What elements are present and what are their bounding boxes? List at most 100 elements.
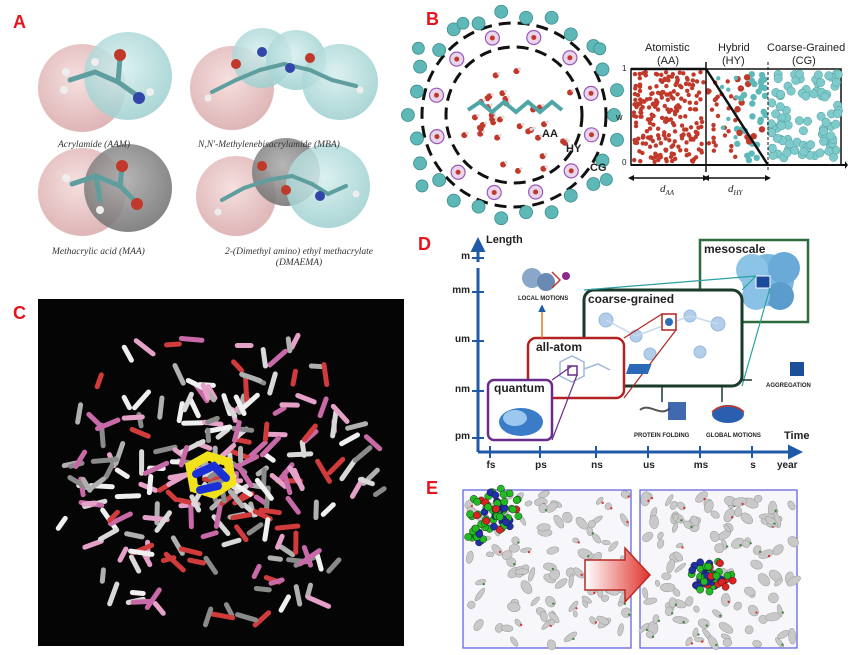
aa-atom [634,104,639,110]
bond [187,557,206,566]
atom [572,637,575,641]
bond [203,555,219,575]
aa-atom [693,155,699,160]
hy-atom [757,79,765,86]
atom [715,643,718,647]
aa-atom [683,114,688,119]
atom [690,525,693,529]
cg-bead [456,16,470,30]
bond [259,435,281,458]
cluster-bead [688,566,697,575]
atom [470,504,474,508]
cluster-bead [475,530,484,538]
solvent-molecule [549,568,560,581]
aa-atom [633,97,638,103]
hydrogen [566,139,570,143]
atom [513,562,516,566]
bond [128,554,142,574]
solvent-molecule [744,586,756,597]
atom [670,612,674,615]
solvent-molecule [642,531,654,542]
bond [129,589,146,596]
hy-atom [726,116,731,122]
bond [241,392,260,410]
solvent-molecule [777,630,790,640]
bond [200,530,219,540]
cg-bead [410,84,424,99]
bond [357,476,375,487]
atom [681,546,684,549]
hy-atom [711,127,716,132]
hydrogen [482,98,486,102]
bond [372,486,387,498]
cg-bead [413,59,427,74]
y-tick-pm: pm [455,431,470,442]
solvent-molecule [601,540,611,546]
solvent-molecule [575,516,588,530]
cg-bead [519,205,533,220]
aa-atom [683,81,689,87]
bond [363,434,383,452]
bond [295,392,317,405]
column-cg-title: Coarse-Grained [767,42,846,54]
aa-atom [648,134,654,140]
aa-atom [681,127,687,132]
y-tick-nm: nm [455,384,470,395]
bond [130,598,154,605]
aa-atom [643,141,649,146]
hybrid-core [588,90,594,96]
aa-atom [658,140,664,146]
hy-atom [722,133,728,138]
bond [314,552,324,572]
hy-atom [750,93,757,101]
atom [645,628,649,632]
bond [234,612,259,623]
caption-mba: N,N'-Methylenebisacrylamide (MBA) [198,140,340,150]
cluster-bead [502,518,510,527]
hydrogen [519,167,523,171]
label-cg-region: CG [590,162,607,174]
hy-atom [719,84,725,90]
hybrid-core [489,35,495,41]
solvent-molecule [507,601,521,613]
panel-letter-d: D [418,234,431,254]
cg-bead [586,177,601,191]
aa-atom [656,157,661,163]
caption-dmaema: 2-(Dimethyl amino) ethyl methacrylate (D… [225,247,373,268]
atom [683,506,686,510]
atom [697,633,700,636]
solvent-molecule [772,544,784,556]
aa-atom [632,71,638,77]
aa-atom [654,84,659,89]
aa-atom [671,122,677,128]
aa-atom [658,92,664,97]
atom [719,614,722,617]
d-y-axis-label: Length [486,234,523,246]
bond [234,524,249,543]
cg-atom [786,86,796,96]
aa-atom [647,126,653,131]
hy-atom [713,96,719,101]
hy-atom [713,143,718,148]
aa-atom [664,92,669,97]
central-yellow-ring [184,451,238,499]
cluster-bead [514,512,523,521]
atom [767,554,771,558]
bond [88,476,107,491]
hydrogen [490,92,494,96]
bond [133,338,156,357]
cg-atom [819,136,829,146]
bond [82,538,104,550]
bond [326,557,342,574]
bond [223,602,235,618]
solvent-molecule [562,511,573,523]
solvent-molecule [673,551,683,562]
solvent-molecule [581,595,592,604]
hybrid-core [491,190,497,196]
solvent-molecule [758,614,768,624]
atom [703,497,706,501]
bond [202,606,214,628]
bond [178,336,205,343]
atom [773,522,776,525]
